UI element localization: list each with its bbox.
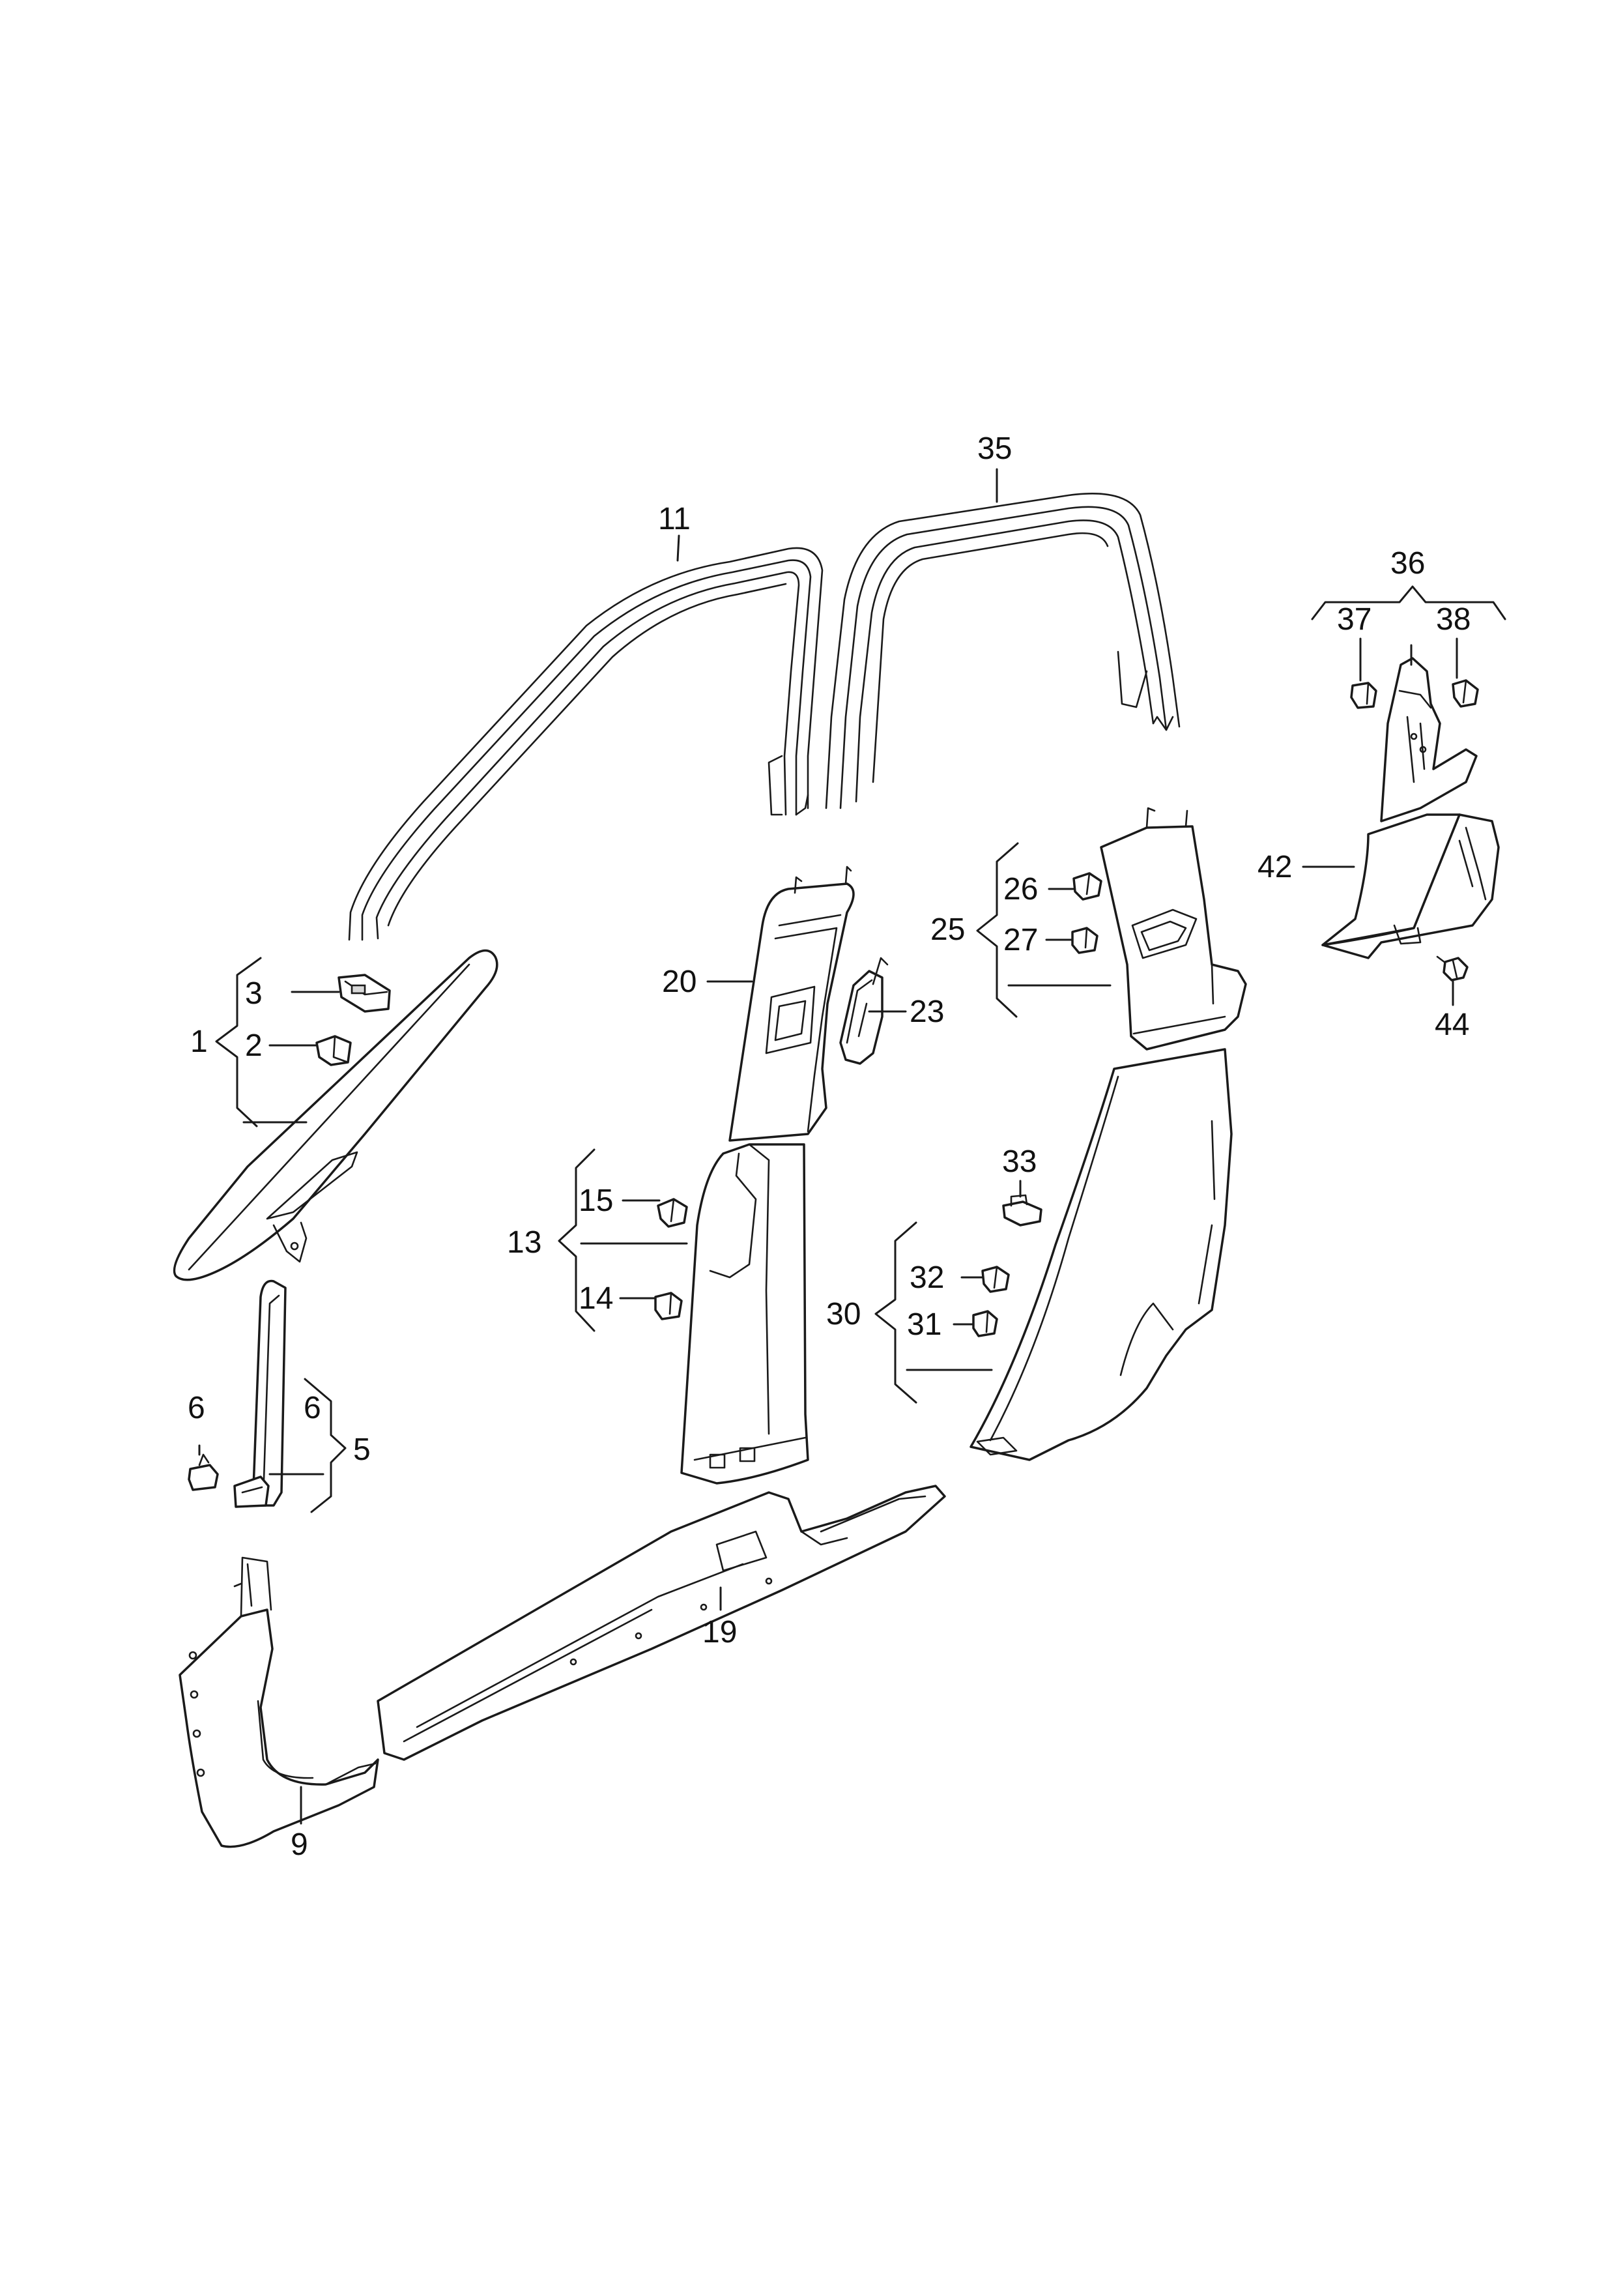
callout-19: 19 [702, 1615, 737, 1649]
callout-35: 35 [977, 431, 1012, 466]
a-pillar-lower-trim-part [233, 1279, 287, 1508]
callout-6-bracket: 6 [304, 1391, 321, 1425]
side-trim-part [1321, 813, 1500, 959]
callout-37: 37 [1337, 602, 1372, 637]
b-pillar-lower-trim-part [680, 1143, 809, 1485]
callout-3: 3 [245, 976, 263, 1011]
callout-20: 20 [662, 965, 697, 999]
callout-9: 9 [291, 1827, 308, 1862]
clip-part-14 [654, 1292, 683, 1320]
callout-23: 23 [910, 995, 944, 1029]
sill-trim-part [377, 1485, 946, 1761]
clip-part-32 [981, 1266, 1010, 1293]
rear-door-seal-part [825, 493, 1181, 809]
callout-32: 32 [910, 1260, 944, 1295]
callout-42: 42 [1257, 850, 1292, 884]
callout-27: 27 [1003, 923, 1038, 957]
belt-guide-part [839, 957, 889, 1065]
kick-panel-part [179, 1556, 379, 1848]
clip-part-37 [1350, 682, 1377, 709]
callout-11: 11 [658, 502, 691, 536]
callout-6-clip: 6 [188, 1391, 205, 1425]
front-door-seal-part [348, 547, 824, 941]
callout-30: 30 [826, 1297, 861, 1331]
callout-26: 26 [1003, 872, 1038, 907]
b-pillar-upper-trim-part [728, 865, 855, 1142]
leader-lines [198, 468, 1506, 1825]
clip-part-6 [188, 1453, 219, 1491]
callout-13: 13 [507, 1225, 541, 1260]
callout-14: 14 [579, 1281, 613, 1316]
callout-1: 1 [190, 1024, 208, 1059]
clip-part-2 [315, 1035, 352, 1066]
clip-part-31 [972, 1310, 998, 1337]
wheel-arch-trim-part [969, 1048, 1233, 1461]
callout-44: 44 [1435, 1008, 1469, 1042]
callout-25: 25 [930, 912, 965, 947]
callout-15: 15 [579, 1184, 613, 1218]
clip-part-15 [657, 1198, 688, 1228]
screw-part-44 [1436, 955, 1469, 981]
callout-5: 5 [353, 1432, 371, 1467]
callout-31: 31 [907, 1307, 941, 1342]
callout-36: 36 [1390, 546, 1425, 581]
clip-part-3 [338, 974, 391, 1013]
clip-part-27 [1071, 927, 1099, 954]
clip-part-33 [1002, 1194, 1042, 1227]
callout-2: 2 [245, 1028, 263, 1063]
callout-labels: 1 2 3 5 6 6 9 11 13 14 15 19 20 23 25 26… [188, 431, 1471, 1862]
c-pillar-upper-trim-part [1100, 807, 1247, 1051]
callout-33: 33 [1002, 1144, 1037, 1179]
d-pillar-trim-part [1380, 657, 1478, 822]
clip-part-26 [1072, 872, 1102, 901]
clip-part-38 [1452, 679, 1479, 708]
callout-38: 38 [1436, 602, 1471, 637]
a-pillar-trim-part [173, 949, 498, 1281]
